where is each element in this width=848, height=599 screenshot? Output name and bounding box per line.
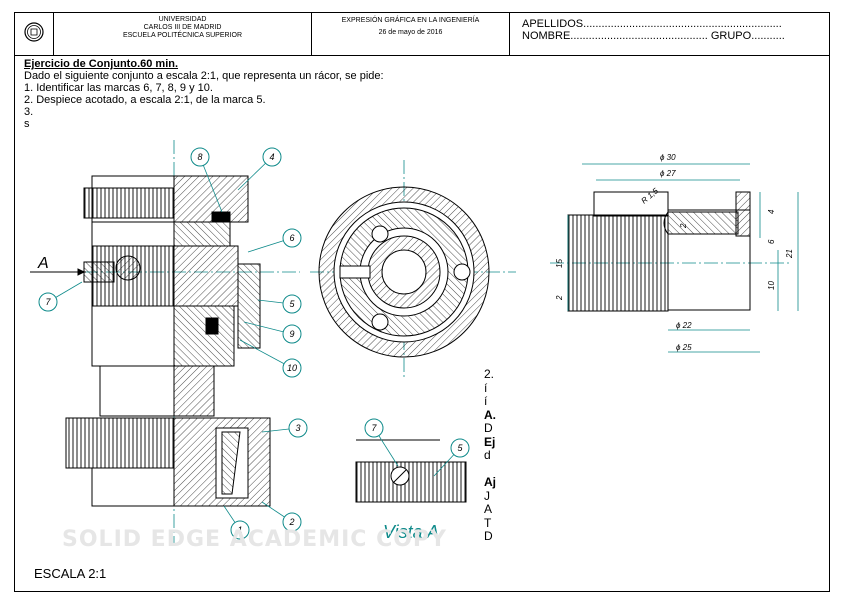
- course-block: EXPRESIÓN GRÁFICA EN LA INGENIERÍA 26 de…: [312, 12, 510, 56]
- dimension-label: R 1,5: [640, 186, 661, 206]
- view-a: [355, 439, 467, 503]
- dimension-label: 15: [555, 259, 564, 268]
- part-5-detail: [550, 191, 790, 312]
- balloon-1: 1: [223, 505, 250, 540]
- balloon-5: 5: [257, 294, 302, 314]
- exercise-line: 3.: [24, 106, 34, 118]
- svg-text:5: 5: [289, 299, 295, 309]
- university-line: ESCUELA POLITÉCNICA SUPERIOR: [122, 32, 243, 39]
- dimension-label: ϕ 27: [660, 169, 676, 178]
- svg-text:1: 1: [237, 525, 242, 535]
- nombre-field: NOMBRE..................................…: [522, 30, 785, 42]
- view-a-label: Vista A: [383, 522, 439, 542]
- side-line: T: [484, 515, 492, 530]
- dimension-label: 21: [785, 249, 794, 259]
- balloon-4: 4: [237, 147, 282, 191]
- section-label: A: [37, 255, 49, 272]
- side-line: A: [484, 502, 493, 516]
- side-line: 2.: [484, 367, 495, 381]
- dimension-lines: [567, 163, 799, 353]
- course-title: EXPRESIÓN GRÁFICA EN LA INGENIERÍA: [341, 17, 480, 24]
- balloon-3: 3: [261, 418, 308, 438]
- dimension-label: 2: [555, 295, 564, 301]
- svg-text:10: 10: [287, 363, 297, 373]
- balloon-8: 8: [190, 147, 223, 213]
- side-line: D: [484, 529, 493, 543]
- svg-text:3: 3: [295, 423, 300, 433]
- side-line: Ej: [484, 434, 496, 449]
- svg-text:4: 4: [269, 152, 274, 162]
- exercise-title: Ejercicio de Conjunto.60 min.: [24, 58, 179, 70]
- svg-text:6: 6: [289, 233, 294, 243]
- balloon-group: 8 4 6 7 5 9 10 3 2 1: [38, 147, 308, 540]
- university-block: UNIVERSIDAD CARLOS III DE MADRID ESCUELA…: [54, 12, 312, 56]
- university-line: UNIVERSIDAD: [158, 16, 207, 23]
- dimension-label: ϕ 30: [660, 153, 676, 162]
- balloon-2: 2: [261, 501, 302, 532]
- exercise-text: Ejercicio de Conjunto.60 min. Dado el si…: [24, 58, 384, 130]
- svg-text:8: 8: [197, 152, 202, 162]
- balloon-6: 6: [247, 228, 302, 253]
- balloon-7: 7: [38, 281, 83, 312]
- sheet-frame: [14, 12, 830, 592]
- university-logo: [14, 12, 54, 56]
- side-line: J: [484, 488, 490, 503]
- scale-label: ESCALA 2:1: [34, 566, 107, 581]
- exercise-line: s: [24, 118, 30, 130]
- side-line: D: [484, 421, 493, 435]
- dimension-label: ϕ 22: [676, 321, 692, 330]
- dimension-label: 2: [679, 223, 688, 229]
- svg-text:7: 7: [45, 297, 51, 307]
- view-a-balloon-7: 7: [364, 418, 399, 467]
- assembly-section-view: [30, 140, 300, 545]
- side-line: í: [484, 394, 488, 408]
- svg-text:2: 2: [288, 517, 294, 527]
- svg-text:9: 9: [289, 329, 294, 339]
- exercise-line: 1. Identificar las marcas 6, 7, 8, 9 y 1…: [24, 82, 213, 94]
- side-line: í: [484, 380, 488, 395]
- apellidos-field: APELLIDOS...............................…: [522, 18, 782, 30]
- side-line: [484, 463, 496, 477]
- student-block: APELLIDOS...............................…: [510, 12, 830, 56]
- exercise-line: Dado el siguiente conjunto a escala 2:1,…: [24, 70, 384, 82]
- dimension-label: ϕ 25: [676, 343, 692, 352]
- balloon-9: 9: [243, 321, 302, 344]
- university-line: CARLOS III DE MADRID: [143, 24, 222, 31]
- exercise-line: 2. Despiece acotado, a escala 2:1, de la…: [24, 94, 266, 106]
- side-line: A.: [484, 407, 496, 422]
- circular-view: [310, 160, 516, 380]
- svg-text:7: 7: [371, 423, 377, 433]
- dimension-label: 4: [767, 209, 776, 214]
- svg-text:5: 5: [457, 443, 463, 453]
- watermark: SOLID EDGE ACADEMIC COPY: [62, 527, 447, 552]
- dimension-label: 6: [767, 239, 776, 244]
- exam-date: 26 de mayo de 2016: [378, 29, 443, 36]
- side-notes: 2. í í A. D Ej d Aj J A T D: [484, 367, 496, 544]
- side-line: Aj: [484, 475, 496, 489]
- view-a-balloon-5: 5: [433, 438, 470, 477]
- balloon-10: 10: [239, 339, 302, 378]
- logo-icon: [24, 22, 44, 42]
- dimension-label: 10: [767, 281, 776, 290]
- side-line: d: [484, 448, 491, 462]
